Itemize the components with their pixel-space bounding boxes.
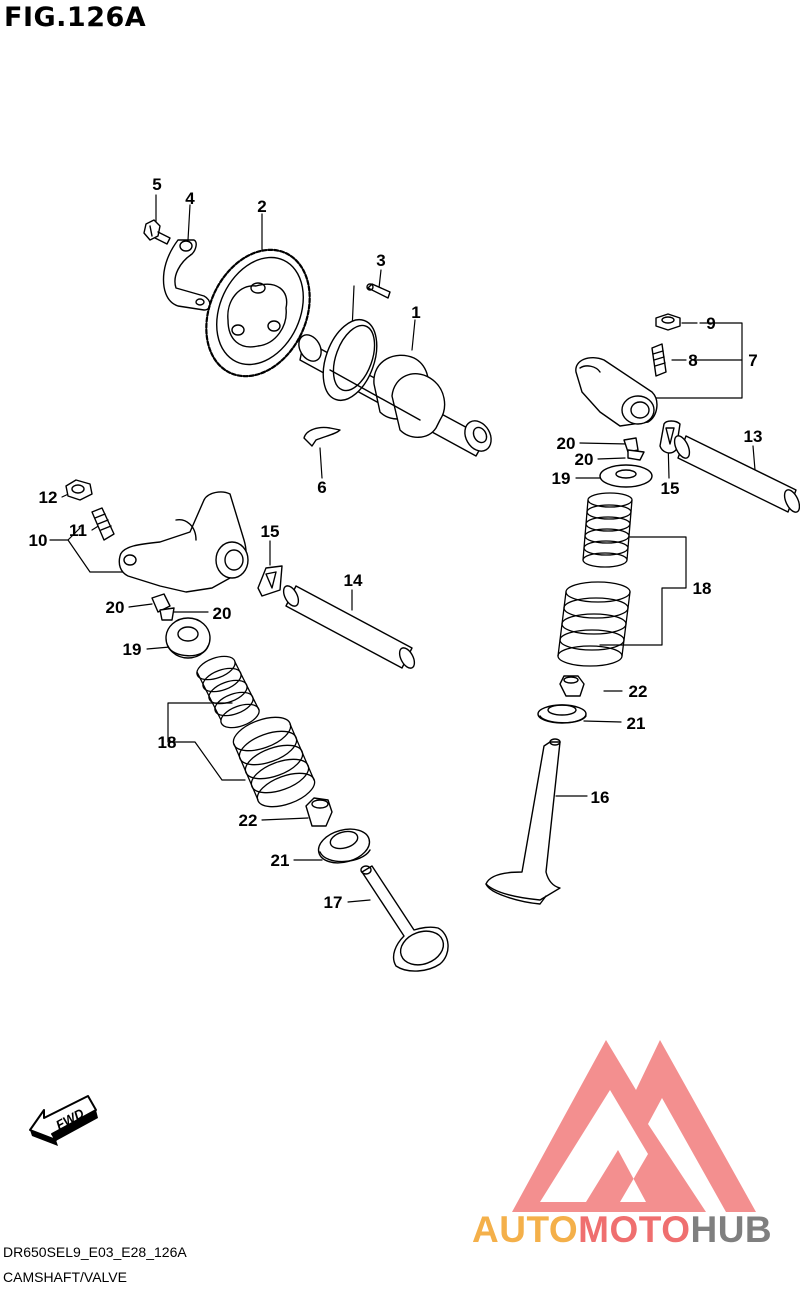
nut-part-9 — [655, 313, 681, 331]
model-code: DR650SEL9_E03_E28_126A — [3, 1244, 187, 1260]
callout-22-left: 22 — [239, 811, 258, 830]
callout-2: 2 — [257, 197, 266, 216]
circlip-part-6 — [303, 426, 341, 447]
outer-spring-part-18-left — [232, 716, 316, 808]
rocker-shaft-part-13 — [673, 435, 800, 513]
nut-part-12 — [65, 479, 93, 501]
logo-auto: AUTO — [472, 1209, 578, 1250]
callout-18-right: 18 — [693, 579, 712, 598]
valve-part-16 — [485, 738, 561, 905]
callout-6: 6 — [317, 478, 326, 497]
svg-text:AUTOMOTOHUB: AUTOMOTOHUB — [472, 1209, 772, 1250]
callout-19-right: 19 — [552, 469, 571, 488]
callout-18-left: 18 — [158, 733, 177, 752]
rocker-arm-part-10 — [118, 491, 249, 593]
fwd-arrow-icon: FWD — [29, 1095, 98, 1146]
cotter-part-20-right-a — [623, 437, 639, 453]
callout-7: 7 — [748, 351, 757, 370]
figure-title: FIG.126A — [4, 2, 147, 33]
valve-seal-part-22-right — [559, 675, 585, 697]
callout-20-left-b: 20 — [213, 604, 232, 623]
cotter-part-20-right-b — [627, 449, 645, 461]
leader-lines — [49, 194, 756, 903]
callout-15-right: 15 — [661, 479, 680, 498]
callout-16: 16 — [591, 788, 610, 807]
callout-1: 1 — [411, 303, 420, 322]
logo-hub: HUB — [690, 1209, 772, 1250]
retainer-part-19-right — [599, 464, 653, 488]
valve-seal-part-22-left — [305, 797, 333, 827]
dowel-pin-part-3 — [366, 283, 391, 299]
callout-21-left: 21 — [271, 851, 290, 870]
spring-seat-part-21-left — [317, 828, 371, 864]
camshaft-part-1 — [298, 318, 492, 457]
rocker-arm-part-7 — [575, 356, 658, 427]
callout-11: 11 — [69, 521, 87, 540]
bracket-part-4 — [162, 239, 211, 311]
callout-5: 5 — [152, 175, 161, 194]
cam-sprocket-part-2 — [205, 248, 311, 378]
callout-4: 4 — [185, 189, 195, 208]
section-name: CAMSHAFT/VALVE — [3, 1269, 127, 1285]
rocker-shaft-part-14 — [282, 585, 416, 669]
inner-spring-part-18-right — [582, 492, 633, 568]
cotter-part-20-left-a — [151, 593, 171, 613]
callout-21-right: 21 — [627, 714, 646, 733]
callout-10: 10 — [29, 531, 48, 550]
adjust-screw-part-11 — [91, 507, 115, 541]
callout-14: 14 — [344, 571, 363, 590]
spring-seat-part-21-right — [537, 704, 587, 724]
callout-20-right-b: 20 — [575, 450, 594, 469]
callout-22-right: 22 — [629, 682, 648, 701]
callout-20-right-a: 20 — [557, 434, 576, 453]
automotohub-logo: AUTOMOTOHUB — [472, 1040, 772, 1250]
callout-3: 3 — [376, 251, 385, 270]
callout-13: 13 — [744, 427, 763, 446]
callout-20-left-a: 20 — [106, 598, 125, 617]
callout-19-left: 19 — [123, 640, 142, 659]
callout-9: 9 — [706, 314, 715, 333]
callout-labels: 5 4 2 3 1 6 9 8 7 13 20 20 19 15 18 22 2… — [29, 175, 763, 912]
callout-15-left: 15 — [261, 522, 280, 541]
valve-part-17 — [360, 865, 449, 972]
retainer-part-19-left — [165, 617, 211, 659]
callout-8: 8 — [688, 351, 697, 370]
adjust-screw-part-8 — [651, 343, 667, 377]
outer-spring-part-18-right — [557, 581, 631, 667]
callout-17: 17 — [324, 893, 343, 912]
inner-spring-part-18-left — [196, 655, 260, 729]
wave-washer-part-15-left — [257, 565, 283, 597]
bolt-part-5 — [143, 219, 171, 245]
callout-12: 12 — [39, 488, 58, 507]
cotter-part-20-left-b — [159, 607, 175, 621]
logo-moto: MOTO — [578, 1209, 690, 1250]
